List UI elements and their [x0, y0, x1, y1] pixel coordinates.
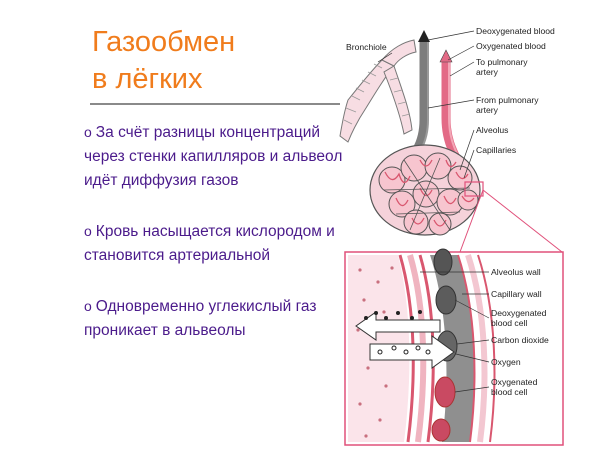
title-divider	[90, 103, 340, 105]
label-from-pulmonary-artery-line1: From pulmonary	[476, 95, 539, 105]
label-capillaries: Capillaries	[476, 145, 516, 155]
bullet-marker: o	[84, 124, 92, 140]
pulmonary-vessels	[406, 30, 463, 165]
bullet-text: За счёт разницы концентраций через стенк…	[84, 124, 343, 189]
label-oxygen: Oxygen	[491, 357, 521, 367]
magnified-panel	[344, 248, 564, 446]
label-deoxygenated-blood-cell-line1: Deoxygenated	[491, 308, 547, 318]
label-capillary-wall: Capillary wall	[491, 289, 542, 299]
label-alveolus-wall: Alveolus wall	[491, 267, 541, 277]
up-arrow-icon	[439, 49, 453, 63]
zoom-line	[459, 189, 484, 253]
label-from-pulmonary-artery-line2: artery	[476, 105, 499, 115]
slide-title-line-1: Газообмен	[92, 26, 236, 58]
bullet-text: Одновременно углекислый газ проникает в …	[84, 298, 317, 339]
bullet-marker: o	[84, 298, 92, 314]
label-carbon-dioxide: Carbon dioxide	[491, 335, 549, 345]
zoom-box	[464, 181, 484, 197]
label-alveolus: Alveolus	[476, 125, 508, 135]
alveolar-cluster	[369, 144, 481, 236]
bullet-marker: o	[84, 223, 92, 239]
label-oxygenated-blood-cell-line2: blood cell	[491, 387, 527, 397]
up-arrow-icon	[418, 30, 430, 42]
label-to-pulmonary-artery-line1: To pulmonary	[476, 57, 528, 67]
zoom-line	[482, 189, 563, 253]
label-oxygenated-blood-cell-line1: Oxygenated	[491, 377, 538, 387]
label-bronchiole: Bronchiole	[346, 42, 387, 52]
label-oxygenated-blood: Oxygenated blood	[476, 41, 546, 51]
label-to-pulmonary-artery-line2: artery	[476, 67, 499, 77]
slide-title-line-2: в лёгких	[92, 63, 203, 95]
diffusion-arrows	[355, 310, 455, 369]
bronchiole-drawing	[339, 39, 417, 143]
slide-title: Газообмен в лёгких	[92, 24, 235, 98]
bullet-text: Кровь насыщается кислородом и становится…	[84, 223, 335, 264]
label-deoxygenated-blood-cell-line2: blood cell	[491, 318, 527, 328]
label-deoxygenated-blood: Deoxygenated blood	[476, 26, 555, 36]
